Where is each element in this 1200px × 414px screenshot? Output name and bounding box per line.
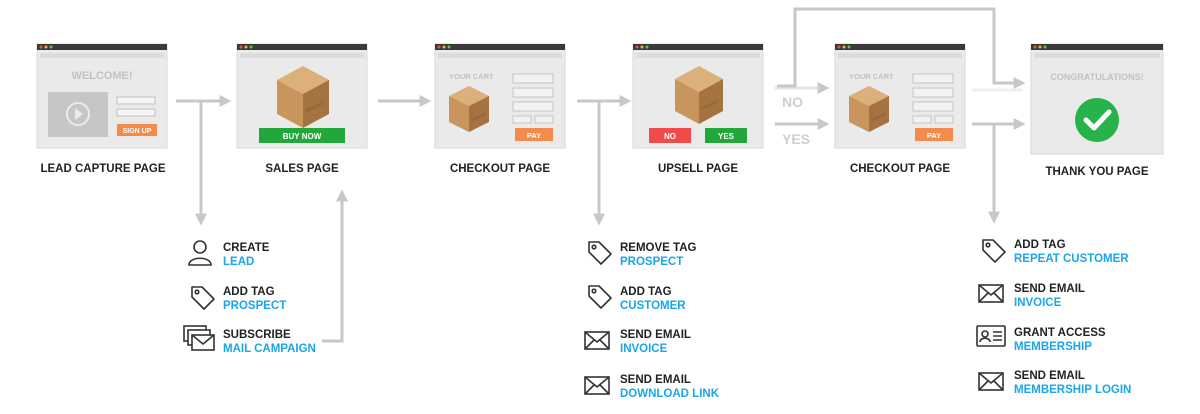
box-fragile-text: FRAGILE bbox=[470, 111, 487, 122]
action-value: PROSPECT bbox=[620, 256, 683, 268]
tag-icon bbox=[982, 239, 1006, 263]
action-value: INVOICE bbox=[1014, 297, 1062, 309]
sales-page-label: SALES PAGE bbox=[265, 163, 339, 175]
action-value: PROSPECT bbox=[223, 300, 286, 312]
action-title: SEND EMAIL bbox=[1014, 370, 1085, 382]
page-checkout-2: YOUR CART FRAGILE PAY bbox=[834, 43, 966, 149]
envelope-icon bbox=[584, 331, 610, 350]
action-title: SUBSCRIBE bbox=[223, 329, 291, 341]
product-box-image: FRAGILE bbox=[675, 66, 723, 124]
id-card-icon bbox=[976, 325, 1006, 347]
product-box-image: FRAGILE bbox=[277, 66, 329, 128]
product-box-image: FRAGILE bbox=[849, 86, 889, 132]
connectors bbox=[176, 7, 1026, 343]
sign-up-button bbox=[117, 124, 157, 136]
checkout-2-heading: YOUR CART bbox=[849, 72, 894, 81]
page-thank-you: CONGRATULATIONS! bbox=[1030, 43, 1164, 155]
tag-icon bbox=[191, 286, 215, 310]
action-title: SEND EMAIL bbox=[620, 374, 691, 386]
tag-icon bbox=[588, 285, 612, 309]
sales-actions: CREATE LEAD ADD TAG PROSPECT SUBSCRIBE M… bbox=[183, 240, 316, 355]
pay-button-label: PAY bbox=[527, 131, 541, 140]
action-title: SEND EMAIL bbox=[620, 329, 691, 341]
branch-label-no: NO bbox=[782, 94, 803, 110]
mail-stack-icon bbox=[183, 325, 215, 351]
envelope-icon bbox=[584, 376, 610, 395]
check-circle-icon bbox=[1075, 98, 1119, 142]
arrow-actions-up-to-sales bbox=[322, 189, 348, 343]
action-value: MEMBERSHIP bbox=[1014, 341, 1092, 353]
action-value: INVOICE bbox=[620, 343, 668, 355]
no-button-label: NO bbox=[664, 132, 676, 141]
thank-you-label: THANK YOU PAGE bbox=[1045, 166, 1148, 178]
pay-button bbox=[515, 128, 553, 141]
action-title: CREATE bbox=[223, 242, 270, 254]
page-checkout-1: YOUR CART FRAGILE PAY bbox=[434, 43, 566, 149]
action-title: ADD TAG bbox=[1014, 239, 1066, 251]
action-value: CUSTOMER bbox=[620, 300, 686, 312]
page-sales: FRAGILE BUY NOW bbox=[236, 43, 368, 149]
play-video-icon bbox=[66, 102, 90, 126]
box-fragile-text: FRAGILE bbox=[870, 111, 887, 122]
tag-icon bbox=[588, 241, 612, 265]
action-title: GRANT ACCESS bbox=[1014, 327, 1106, 339]
envelope-icon bbox=[978, 284, 1004, 303]
lead-capture-heading: WELCOME! bbox=[71, 70, 132, 82]
action-value: REPEAT CUSTOMER bbox=[1014, 253, 1129, 265]
user-icon bbox=[188, 240, 212, 266]
action-value: MEMBERSHIP LOGIN bbox=[1014, 384, 1131, 396]
upsell-page-label: UPSELL PAGE bbox=[658, 163, 738, 175]
buy-now-button-label: BUY NOW bbox=[283, 132, 322, 141]
yes-button-label: YES bbox=[718, 132, 735, 141]
product-box-image: FRAGILE bbox=[449, 86, 489, 132]
sign-up-button-label: SIGN UP bbox=[123, 128, 152, 135]
lead-capture-label: LEAD CAPTURE PAGE bbox=[40, 163, 165, 175]
thank-you-heading: CONGRATULATIONS! bbox=[1050, 72, 1143, 82]
action-title: SEND EMAIL bbox=[1014, 283, 1085, 295]
action-value: DOWNLOAD LINK bbox=[620, 388, 720, 400]
action-title: ADD TAG bbox=[620, 286, 672, 298]
action-value: LEAD bbox=[223, 256, 254, 268]
page-lead-capture: WELCOME! SIGN UP bbox=[36, 43, 168, 149]
checkout-1-heading: YOUR CART bbox=[449, 72, 494, 81]
envelope-icon bbox=[978, 372, 1004, 391]
action-title: REMOVE TAG bbox=[620, 242, 697, 254]
pay-button bbox=[915, 128, 953, 141]
checkout-2-label: CHECKOUT PAGE bbox=[850, 163, 950, 175]
arrow-bypass-to-thank-you bbox=[777, 7, 1026, 89]
checkout-actions: REMOVE TAG PROSPECT ADD TAG CUSTOMER SEN… bbox=[584, 241, 720, 400]
buy-now-button bbox=[259, 128, 345, 143]
action-value: MAIL CAMPAIGN bbox=[223, 343, 316, 355]
checkout-1-label: CHECKOUT PAGE bbox=[450, 163, 550, 175]
no-button bbox=[649, 128, 691, 143]
page-upsell: FRAGILE NO YES bbox=[632, 43, 764, 149]
branch-label-yes: YES bbox=[782, 131, 810, 147]
yes-button bbox=[705, 128, 747, 143]
thank-you-actions: ADD TAG REPEAT CUSTOMER SEND EMAIL INVOI… bbox=[976, 239, 1131, 396]
action-title: ADD TAG bbox=[223, 286, 275, 298]
pay-button-label: PAY bbox=[927, 131, 941, 140]
